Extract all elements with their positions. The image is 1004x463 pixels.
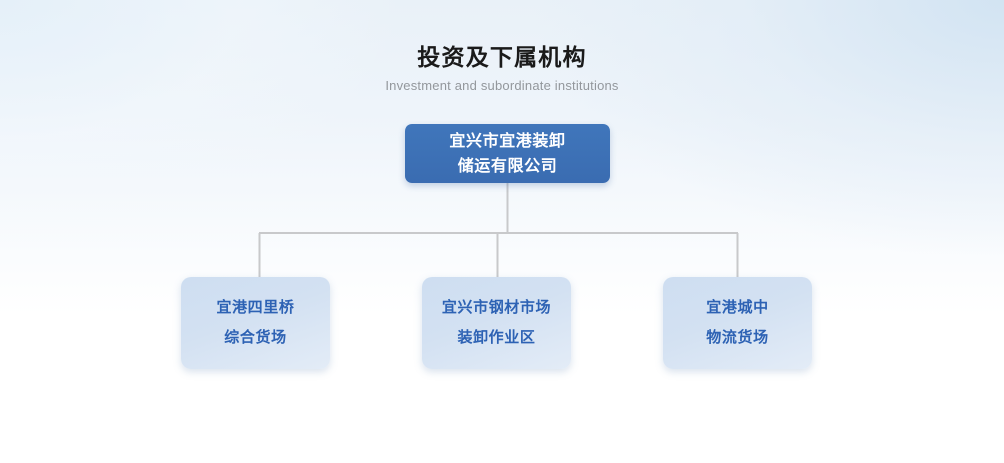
org-node-child-2-line-1: 宜兴市钢材市场 bbox=[441, 299, 552, 316]
org-node-child-3-line-1: 宜港城中 bbox=[706, 299, 769, 316]
chart-header: 投资及下属机构 Investment and subordinate insti… bbox=[0, 42, 1004, 94]
org-node-child-3[interactable]: 宜港城中 物流货场 bbox=[663, 277, 812, 369]
org-node-child-1[interactable]: 宜港四里桥 综合货场 bbox=[181, 277, 330, 369]
org-node-child-2[interactable]: 宜兴市钢材市场 装卸作业区 bbox=[422, 277, 571, 369]
org-node-child-2-line-2: 装卸作业区 bbox=[457, 329, 536, 346]
org-node-child-3-line-2: 物流货场 bbox=[706, 329, 769, 346]
org-node-child-1-line-1: 宜港四里桥 bbox=[216, 299, 295, 316]
page-subtitle: Investment and subordinate institutions bbox=[385, 78, 619, 93]
org-node-root-line-1: 宜兴市宜港装卸 bbox=[449, 132, 566, 150]
org-node-root[interactable]: 宜兴市宜港装卸 储运有限公司 bbox=[405, 124, 610, 183]
org-node-root-line-2: 储运有限公司 bbox=[457, 157, 558, 175]
org-node-child-1-line-2: 综合货场 bbox=[224, 329, 287, 346]
page-title: 投资及下属机构 bbox=[417, 44, 587, 70]
